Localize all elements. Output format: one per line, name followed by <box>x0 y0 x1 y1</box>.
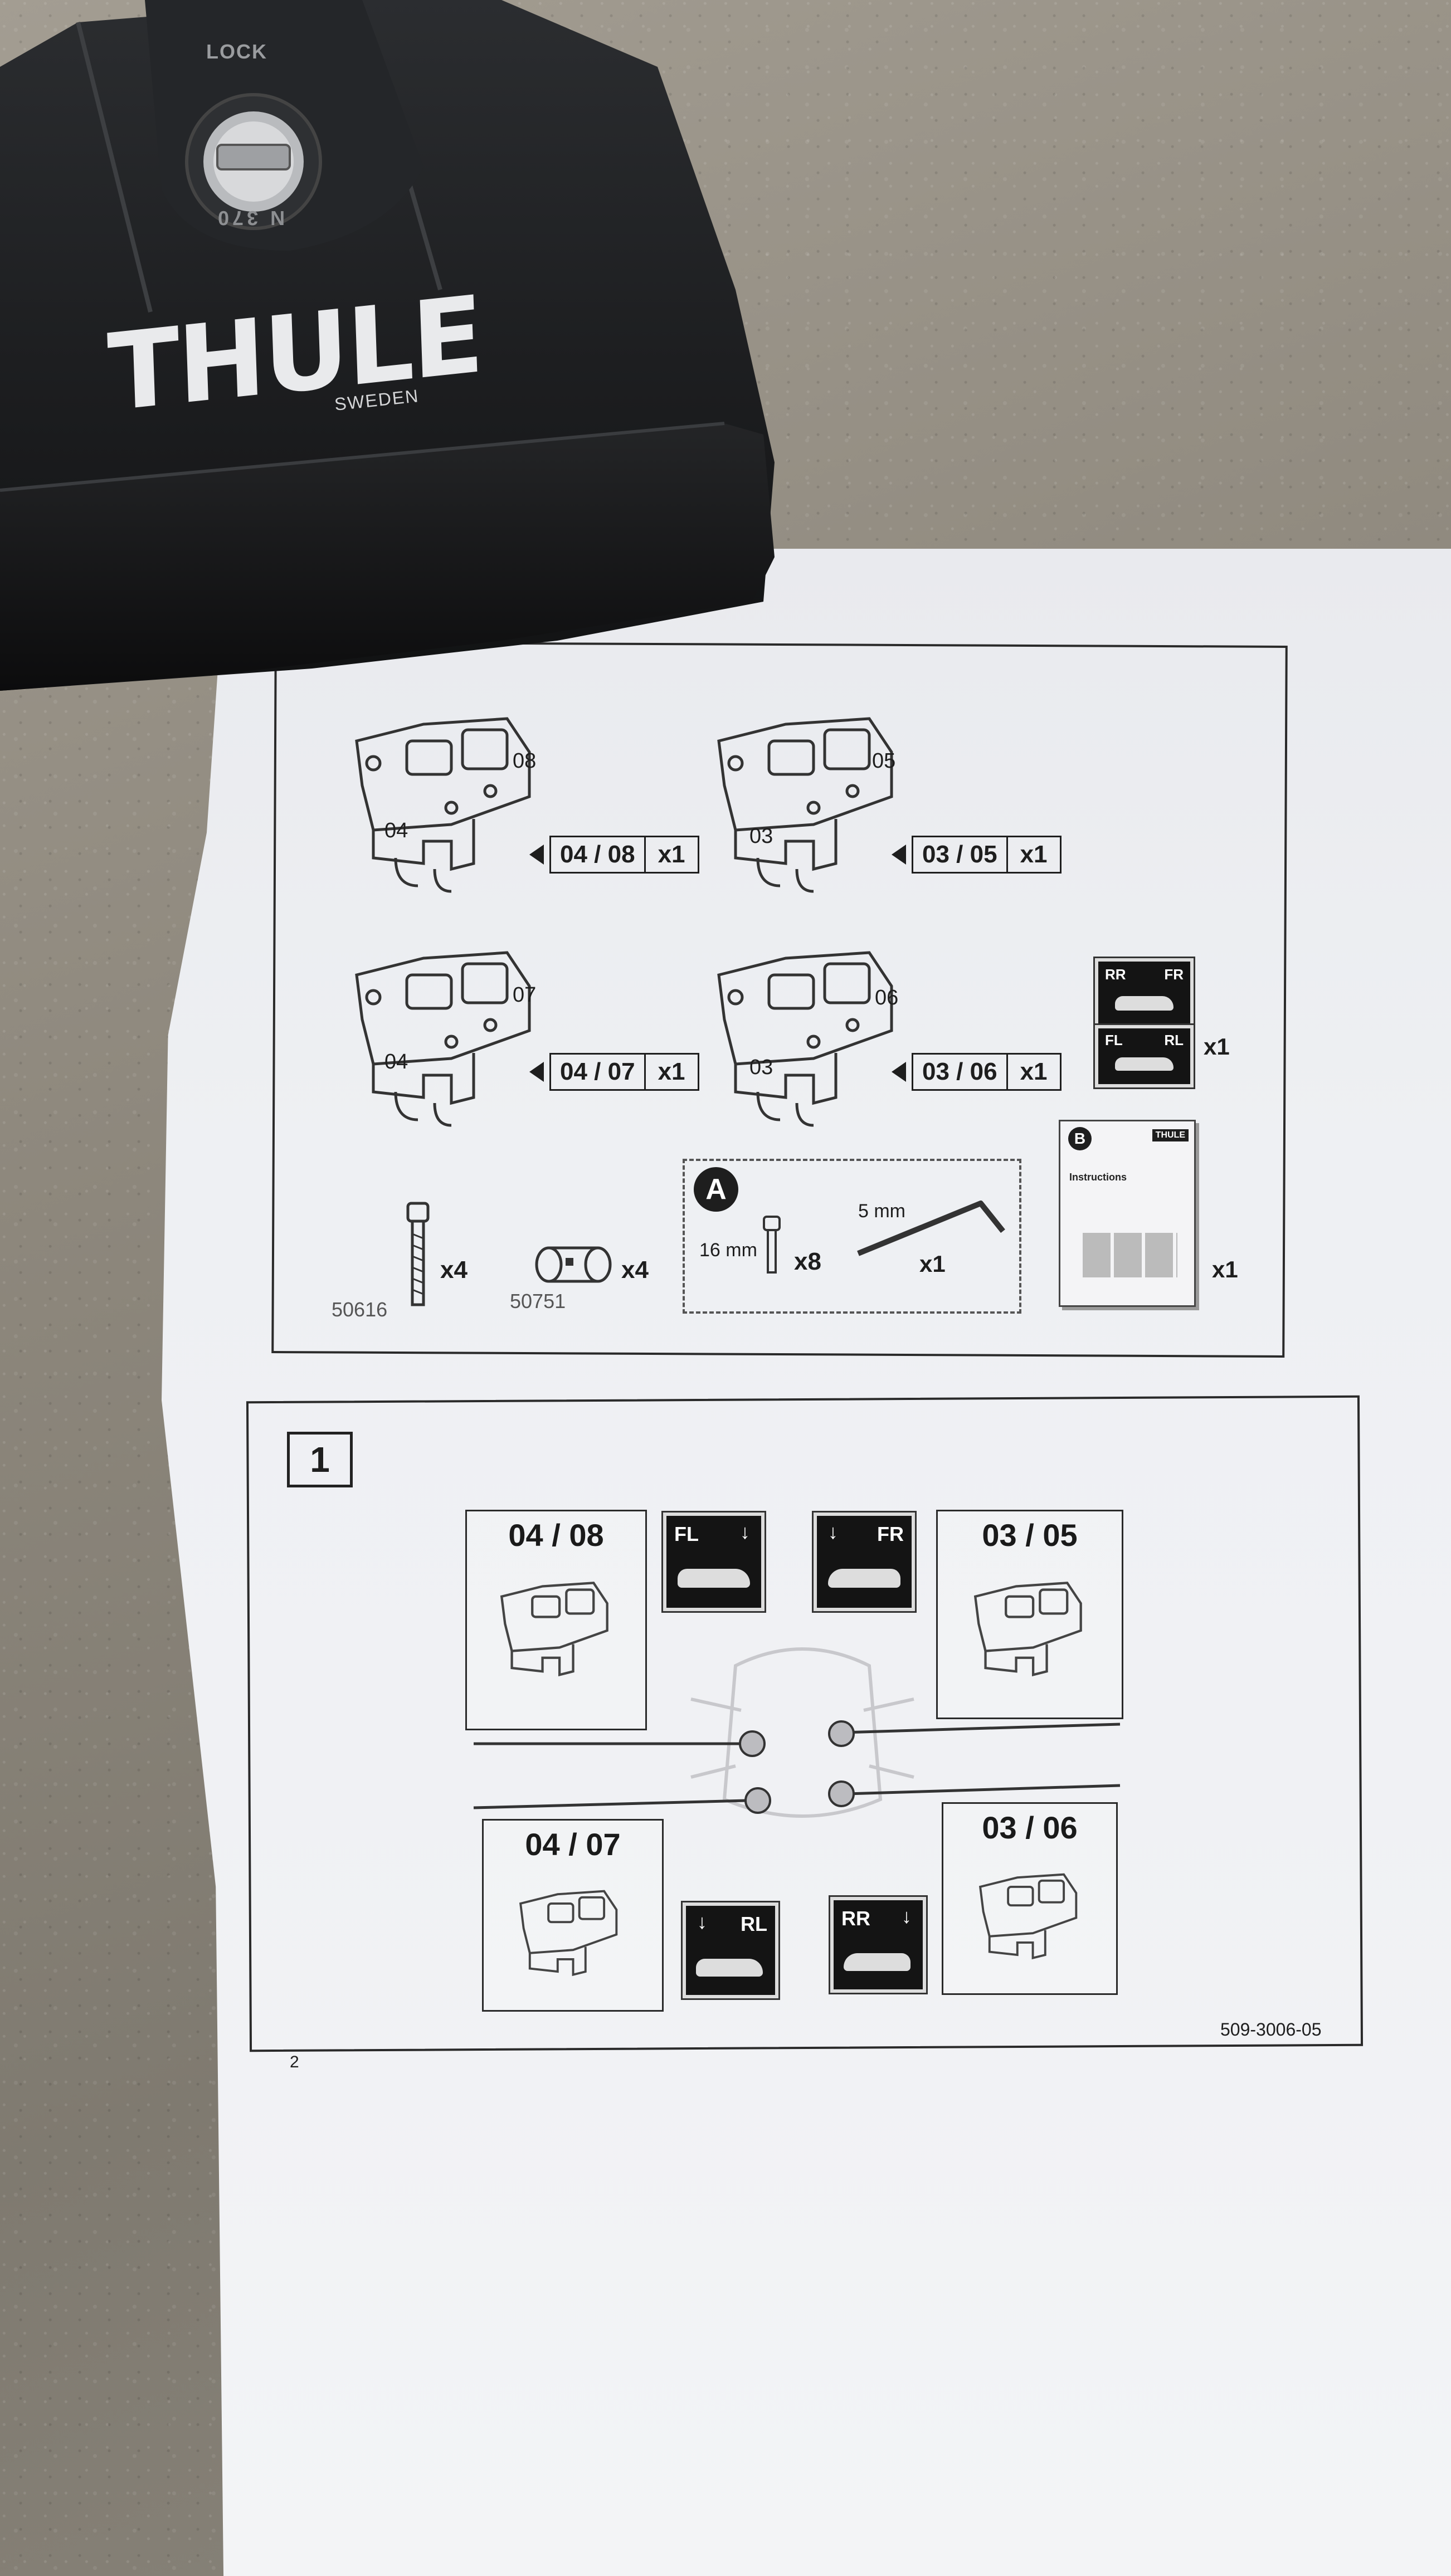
allen-wrench-icon <box>857 1201 1005 1256</box>
sleeve-quantity: x4 <box>621 1256 649 1284</box>
lock-label: LOCK <box>206 40 267 63</box>
rl-label: RL <box>1164 1032 1184 1048</box>
screw-quantity: x8 <box>794 1248 821 1275</box>
front-right-sticker: ↓ FR <box>812 1511 917 1613</box>
mounting-point-diagram <box>473 1720 1121 1814</box>
kit-code-label: 04 / 07 x1 <box>529 1053 699 1091</box>
instruction-sheet <box>162 549 1451 2576</box>
kit-left-number: 03 <box>749 824 773 848</box>
kit-left-number: 03 <box>749 1056 773 1079</box>
kit-bracket-illustration <box>717 717 893 893</box>
page-number: 2 <box>290 2053 299 2071</box>
pointer-arrow-icon <box>529 845 544 865</box>
car-icon <box>828 1569 900 1588</box>
kit-right-number: 07 <box>513 983 537 1007</box>
front-right-kit-code: 03 / 05 <box>982 1518 1078 1553</box>
pointer-arrow-icon <box>892 1062 906 1082</box>
tool-kit-box <box>683 1159 1021 1314</box>
kit-bracket-illustration <box>355 717 531 893</box>
sleeve-icon <box>535 1246 612 1283</box>
bracket-icon <box>519 1890 618 1977</box>
wrench-quantity: x1 <box>919 1251 946 1277</box>
kit-code: 03 / 06 <box>912 1053 1008 1091</box>
car-icon <box>1115 1057 1174 1071</box>
down-arrow-icon: ↓ <box>740 1520 750 1543</box>
fr-tag: FR <box>877 1523 904 1545</box>
down-arrow-icon: ↓ <box>828 1520 838 1543</box>
bracket-icon <box>973 1582 1082 1677</box>
bolt-part-number: 50616 <box>332 1298 388 1321</box>
rear-left-kit-code: 04 / 07 <box>525 1827 621 1862</box>
screw-icon <box>763 1216 781 1274</box>
kit-right-number: 08 <box>513 749 537 773</box>
kit-bracket-illustration <box>717 951 893 1127</box>
front-right-kit-box: 03 / 05 <box>936 1510 1123 1719</box>
kit-code: 03 / 05 <box>912 836 1008 874</box>
manual-quantity: x1 <box>1212 1256 1238 1282</box>
kit-code-label: 04 / 08 x1 <box>529 836 699 874</box>
pointer-arrow-icon <box>892 845 906 865</box>
down-arrow-icon: ↓ <box>902 1905 912 1928</box>
rear-left-kit-box: 04 / 07 <box>482 1819 664 2012</box>
kit-quantity: x1 <box>645 1053 699 1091</box>
car-icon <box>1115 996 1174 1011</box>
tool-kit-letter: A <box>694 1167 738 1212</box>
instruction-manual-icon: B THULE Instructions <box>1059 1120 1196 1307</box>
bolt-quantity: x4 <box>440 1256 468 1284</box>
kit-quantity: x1 <box>1007 836 1062 874</box>
manual-letter: B <box>1068 1127 1092 1150</box>
rear-right-kit-code: 03 / 06 <box>982 1810 1078 1845</box>
kit-left-number: 04 <box>384 819 408 842</box>
fr-label: FR <box>1164 966 1184 983</box>
rr-tag: RR <box>841 1907 870 1930</box>
front-left-kit-code: 04 / 08 <box>508 1518 604 1553</box>
kit-left-number: 04 <box>384 1050 408 1074</box>
kit-quantity: x1 <box>645 836 699 874</box>
screw-size: 16 mm <box>699 1240 757 1261</box>
bracket-icon <box>978 1873 1078 1960</box>
car-icon <box>678 1569 750 1588</box>
manual-title: Instructions <box>1069 1172 1127 1183</box>
rear-right-sticker: RR ↓ <box>829 1895 928 1994</box>
manual-brand: THULE <box>1152 1129 1189 1141</box>
rr-label: RR <box>1105 966 1126 983</box>
front-left-sticker: FL ↓ <box>661 1511 766 1613</box>
rear-right-kit-box: 03 / 06 <box>942 1802 1118 1995</box>
bolt-icon <box>406 1202 430 1306</box>
kit-right-number: 05 <box>872 749 896 773</box>
kit-code-label: 03 / 06 x1 <box>892 1053 1062 1091</box>
kit-bracket-illustration <box>355 951 531 1127</box>
car-top-view-outline <box>690 1647 914 1818</box>
front-left-kit-box: 04 / 08 <box>465 1510 647 1730</box>
roof-rack-foot: LOCK N 370 THULE SWEDEN <box>0 0 780 691</box>
pointer-arrow-icon <box>529 1062 544 1082</box>
down-arrow-icon: ↓ <box>697 1910 707 1933</box>
fl-label: FL <box>1105 1032 1123 1048</box>
kit-quantity: x1 <box>1007 1053 1062 1091</box>
rear-left-sticker: ↓ RL <box>681 1901 780 2000</box>
position-sticker-rear: RR FR <box>1093 957 1195 1033</box>
car-icon <box>844 1953 910 1971</box>
manual-graphic <box>1083 1233 1177 1277</box>
step-number: 1 <box>287 1432 353 1487</box>
sleeve-part-number: 50751 <box>510 1290 566 1313</box>
bracket-icon <box>500 1582 608 1677</box>
car-icon <box>696 1959 763 1977</box>
kit-code: 04 / 08 <box>549 836 646 874</box>
rl-tag: RL <box>741 1913 767 1935</box>
kit-code: 04 / 07 <box>549 1053 646 1091</box>
roof-rack-foot-body <box>0 0 775 691</box>
sticker-quantity: x1 <box>1204 1033 1230 1060</box>
kit-right-number: 06 <box>875 986 899 1009</box>
wrench-size: 5 mm <box>858 1201 905 1222</box>
position-sticker-front: FL RL <box>1093 1023 1195 1089</box>
kit-code-label: 03 / 05 x1 <box>892 836 1062 874</box>
document-number: 509-3006-05 <box>1220 2019 1322 2040</box>
fl-tag: FL <box>674 1523 699 1545</box>
lock-code: N 370 <box>215 207 285 230</box>
